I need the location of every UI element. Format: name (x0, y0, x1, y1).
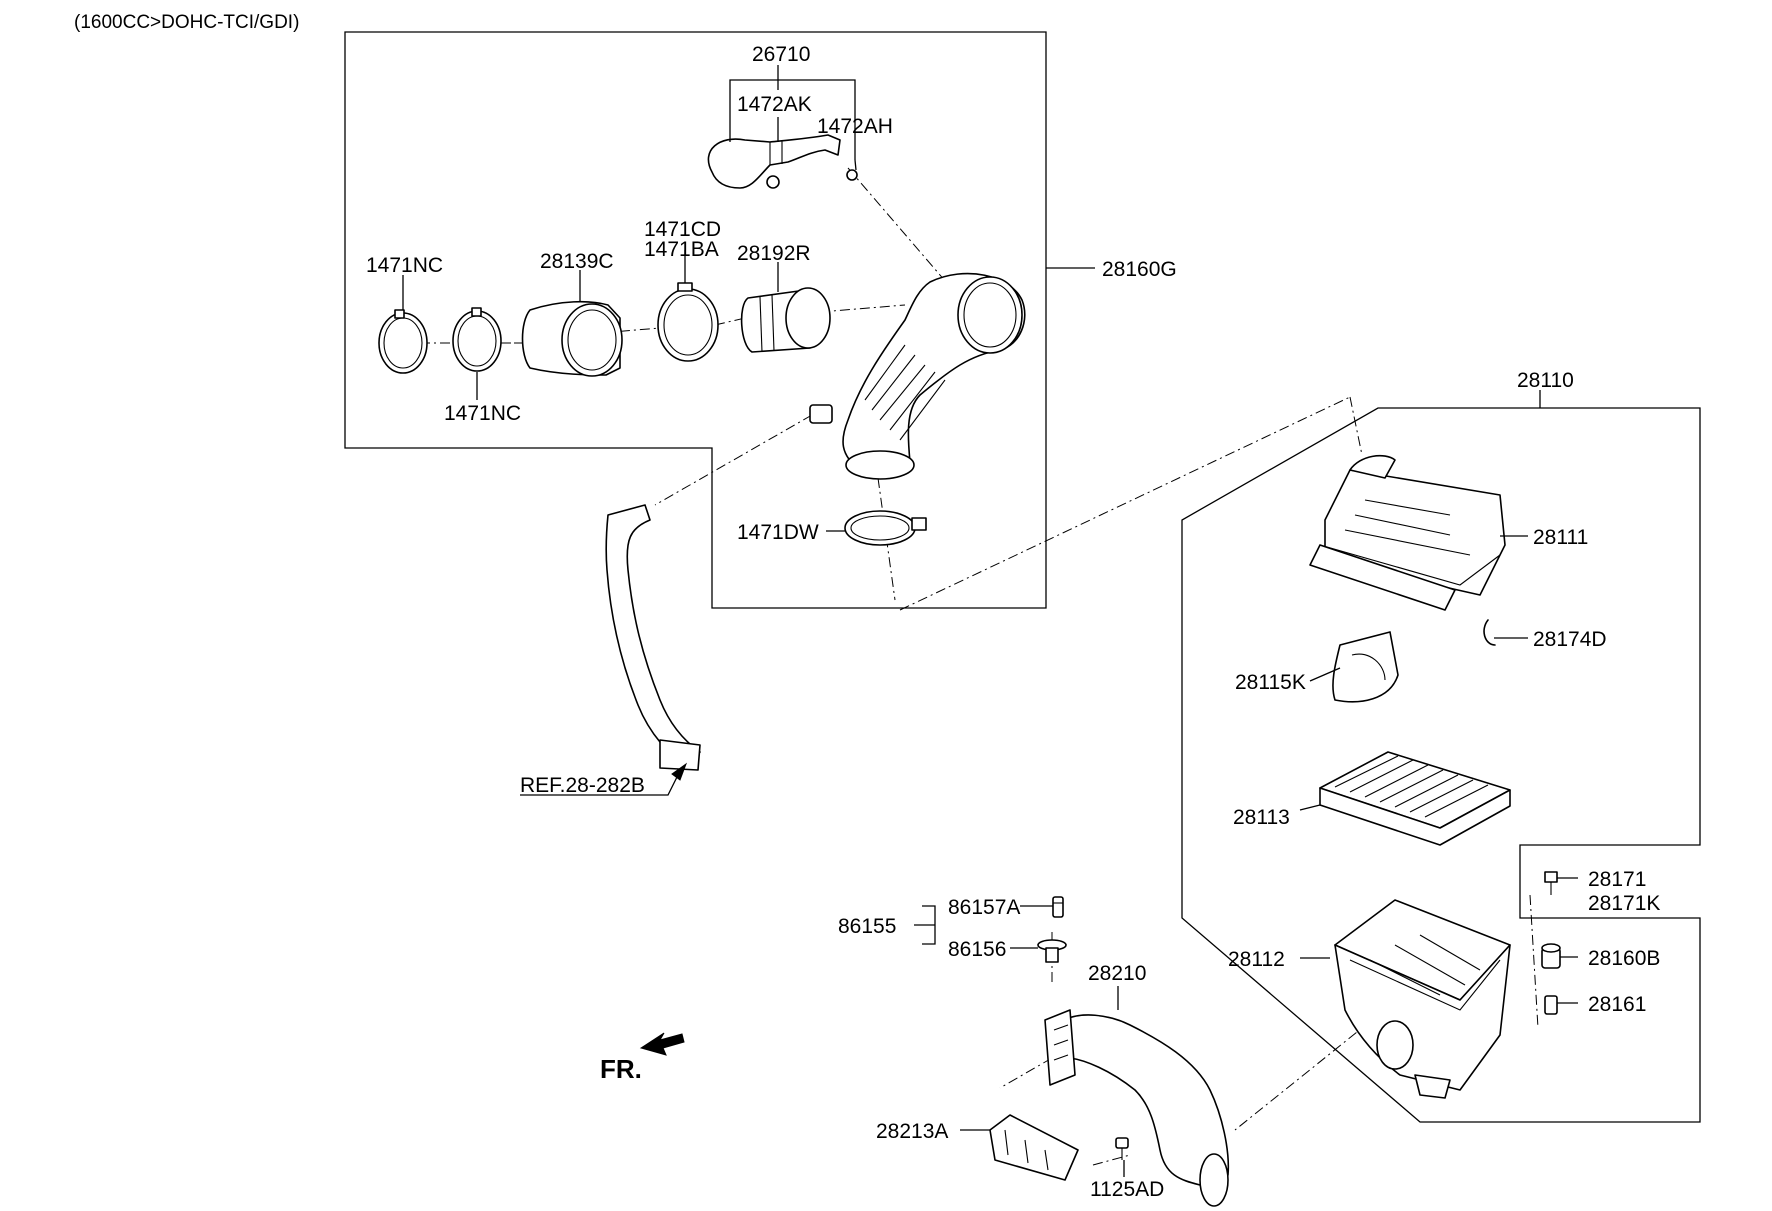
collar-28161 (1544, 995, 1558, 1015)
label-28139c[interactable]: 28139C (540, 250, 614, 273)
label-28160g[interactable]: 28160G (1102, 258, 1177, 281)
label-86156[interactable]: 86156 (948, 938, 1006, 961)
label-1471nc-top[interactable]: 1471NC (366, 254, 443, 277)
label-28213a[interactable]: 28213A (876, 1120, 948, 1143)
air-intake-hose-28160g (809, 272, 1026, 480)
label-1471dw[interactable]: 1471DW (737, 521, 819, 544)
bracket-28213a (989, 1114, 1079, 1181)
group-frame-28160g (344, 31, 1047, 609)
air-cleaner-body-28112 (1334, 899, 1511, 1099)
intake-duct-28210 (1044, 1009, 1230, 1207)
front-direction-arrow-icon (639, 1032, 685, 1056)
label-28111[interactable]: 28111 (1533, 526, 1588, 549)
ref-hose (605, 504, 701, 771)
grommet-86156 (1037, 939, 1067, 963)
label-28171k[interactable]: 28171K (1588, 892, 1660, 915)
label-28113[interactable]: 28113 (1233, 806, 1290, 829)
label-28210[interactable]: 28210 (1088, 962, 1146, 985)
label-1471nc-bottom[interactable]: 1471NC (444, 402, 521, 425)
grommet-28160b (1541, 943, 1561, 969)
breather-hose-26710 (707, 134, 858, 189)
air-cleaner-cover-28111 (1309, 454, 1506, 611)
label-1471ba[interactable]: 1471BA (644, 238, 719, 261)
clamp-1471dw (844, 510, 927, 546)
duct-28139c (521, 300, 623, 377)
label-ref-28-282b[interactable]: REF.28-282B (520, 774, 645, 797)
label-1472ah[interactable]: 1472AH (817, 115, 893, 138)
label-1471cd[interactable]: 1471CD (644, 218, 721, 241)
clamp-1471cd-1471ba (657, 282, 719, 362)
bolt-28171 (1544, 871, 1558, 895)
insert-28115k (1332, 631, 1399, 703)
label-28115k[interactable]: 28115K (1235, 671, 1306, 694)
label-86155[interactable]: 86155 (838, 915, 896, 938)
fastener-86157a (1052, 896, 1064, 918)
label-28192r[interactable]: 28192R (737, 242, 811, 265)
clamp-1471nc-right (452, 307, 502, 372)
label-28161[interactable]: 28161 (1588, 993, 1646, 1016)
label-1472ak[interactable]: 1472AK (737, 93, 812, 116)
engine-spec-header: (1600CC>DOHC-TCI/GDI) (74, 12, 299, 33)
label-26710[interactable]: 26710 (752, 43, 810, 66)
group-frame-28110 (1181, 407, 1701, 1123)
filter-element-28113 (1319, 751, 1511, 846)
label-front: FR. (600, 1054, 642, 1084)
label-28160b[interactable]: 28160B (1588, 947, 1660, 970)
label-28174d[interactable]: 28174D (1533, 628, 1607, 651)
label-86157a[interactable]: 86157A (948, 896, 1020, 919)
label-28171[interactable]: 28171 (1588, 868, 1646, 891)
resonator-28192r (740, 287, 831, 353)
leader-lines (402, 65, 1578, 1177)
label-28112[interactable]: 28112 (1228, 948, 1285, 971)
label-1125ad[interactable]: 1125AD (1090, 1178, 1164, 1201)
clamp-1471nc-left (378, 309, 428, 374)
ref-arrow-icon (671, 762, 688, 781)
label-28110[interactable]: 28110 (1517, 369, 1574, 392)
bolt-1125ad (1115, 1137, 1129, 1160)
clip-28174d (1483, 619, 1496, 646)
